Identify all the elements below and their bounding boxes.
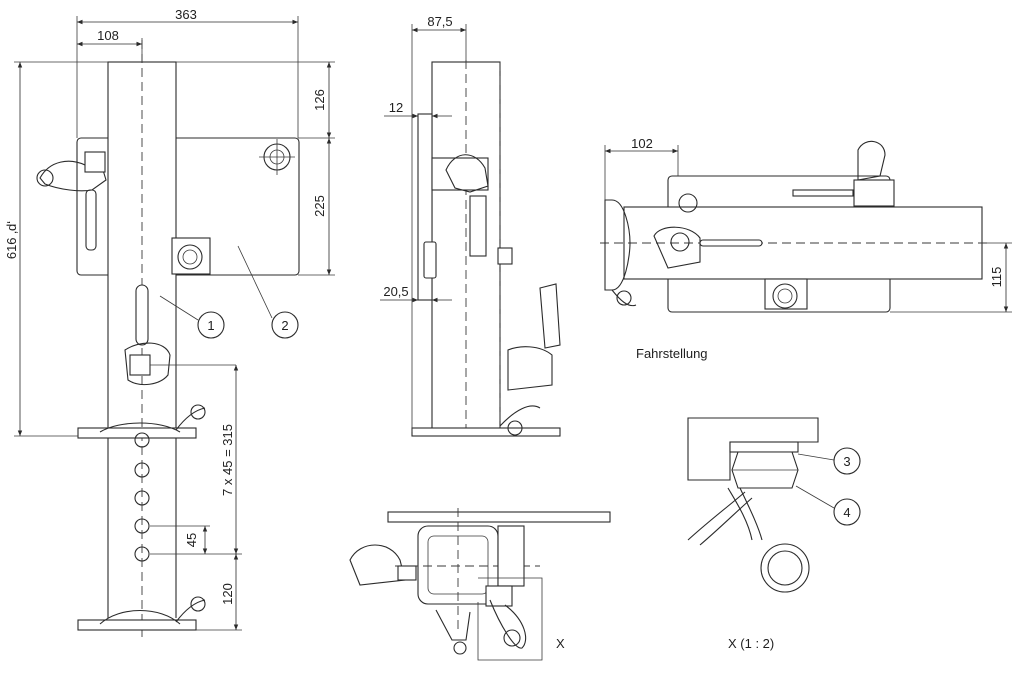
dim-45: 45 <box>184 533 199 547</box>
crank-handle <box>85 189 97 251</box>
detail-title: X (1 : 2) <box>728 636 774 651</box>
dim-87-5: 87,5 <box>427 14 452 29</box>
slot <box>135 284 149 346</box>
side-view: 87,5 12 20,5 <box>380 14 561 437</box>
foot-plate-bottom <box>77 619 197 631</box>
dim-7x45: 7 x 45 = 315 <box>220 424 235 496</box>
side-handle <box>539 283 561 349</box>
side-bracket <box>431 157 489 191</box>
detail-x-frame <box>477 577 543 661</box>
dim-363: 363 <box>175 7 197 22</box>
dim-616d: 616 ‚d‘ <box>4 221 19 259</box>
callout-1 <box>197 311 225 339</box>
front-view: 363 108 616 ‚d‘ 126 225 7 x 45 = 315 45 … <box>4 7 335 640</box>
travel-position-label: Fahrstellung <box>636 346 708 361</box>
svg-text:3: 3 <box>843 454 850 469</box>
dim-108: 108 <box>97 28 119 43</box>
dim-102: 102 <box>631 136 653 151</box>
dim-126: 126 <box>312 89 327 111</box>
top-plate <box>387 511 611 523</box>
svg-text:1: 1 <box>207 318 214 333</box>
dim-120: 120 <box>220 583 235 605</box>
top-pin <box>435 609 471 641</box>
side-foot <box>411 427 561 437</box>
detail-mark: X <box>556 636 565 651</box>
dim-225: 225 <box>312 195 327 217</box>
detail-x-view: 3 4 X (1 : 2) <box>687 417 861 651</box>
top-view: X <box>349 508 611 661</box>
svg-text:2: 2 <box>281 318 288 333</box>
travel-view: 102 115 Fahrstellung <box>600 136 1012 361</box>
lock-pin <box>124 342 171 386</box>
callout-2 <box>271 311 299 339</box>
dim-20-5: 20,5 <box>383 284 408 299</box>
callout-3 <box>833 447 861 475</box>
foot-plate-top <box>77 427 197 439</box>
detail-ring <box>760 543 810 593</box>
dim-12: 12 <box>389 100 403 115</box>
svg-text:4: 4 <box>843 505 850 520</box>
travel-handle <box>853 179 895 207</box>
callout-4 <box>833 498 861 526</box>
dim-115: 115 <box>989 267 1004 288</box>
